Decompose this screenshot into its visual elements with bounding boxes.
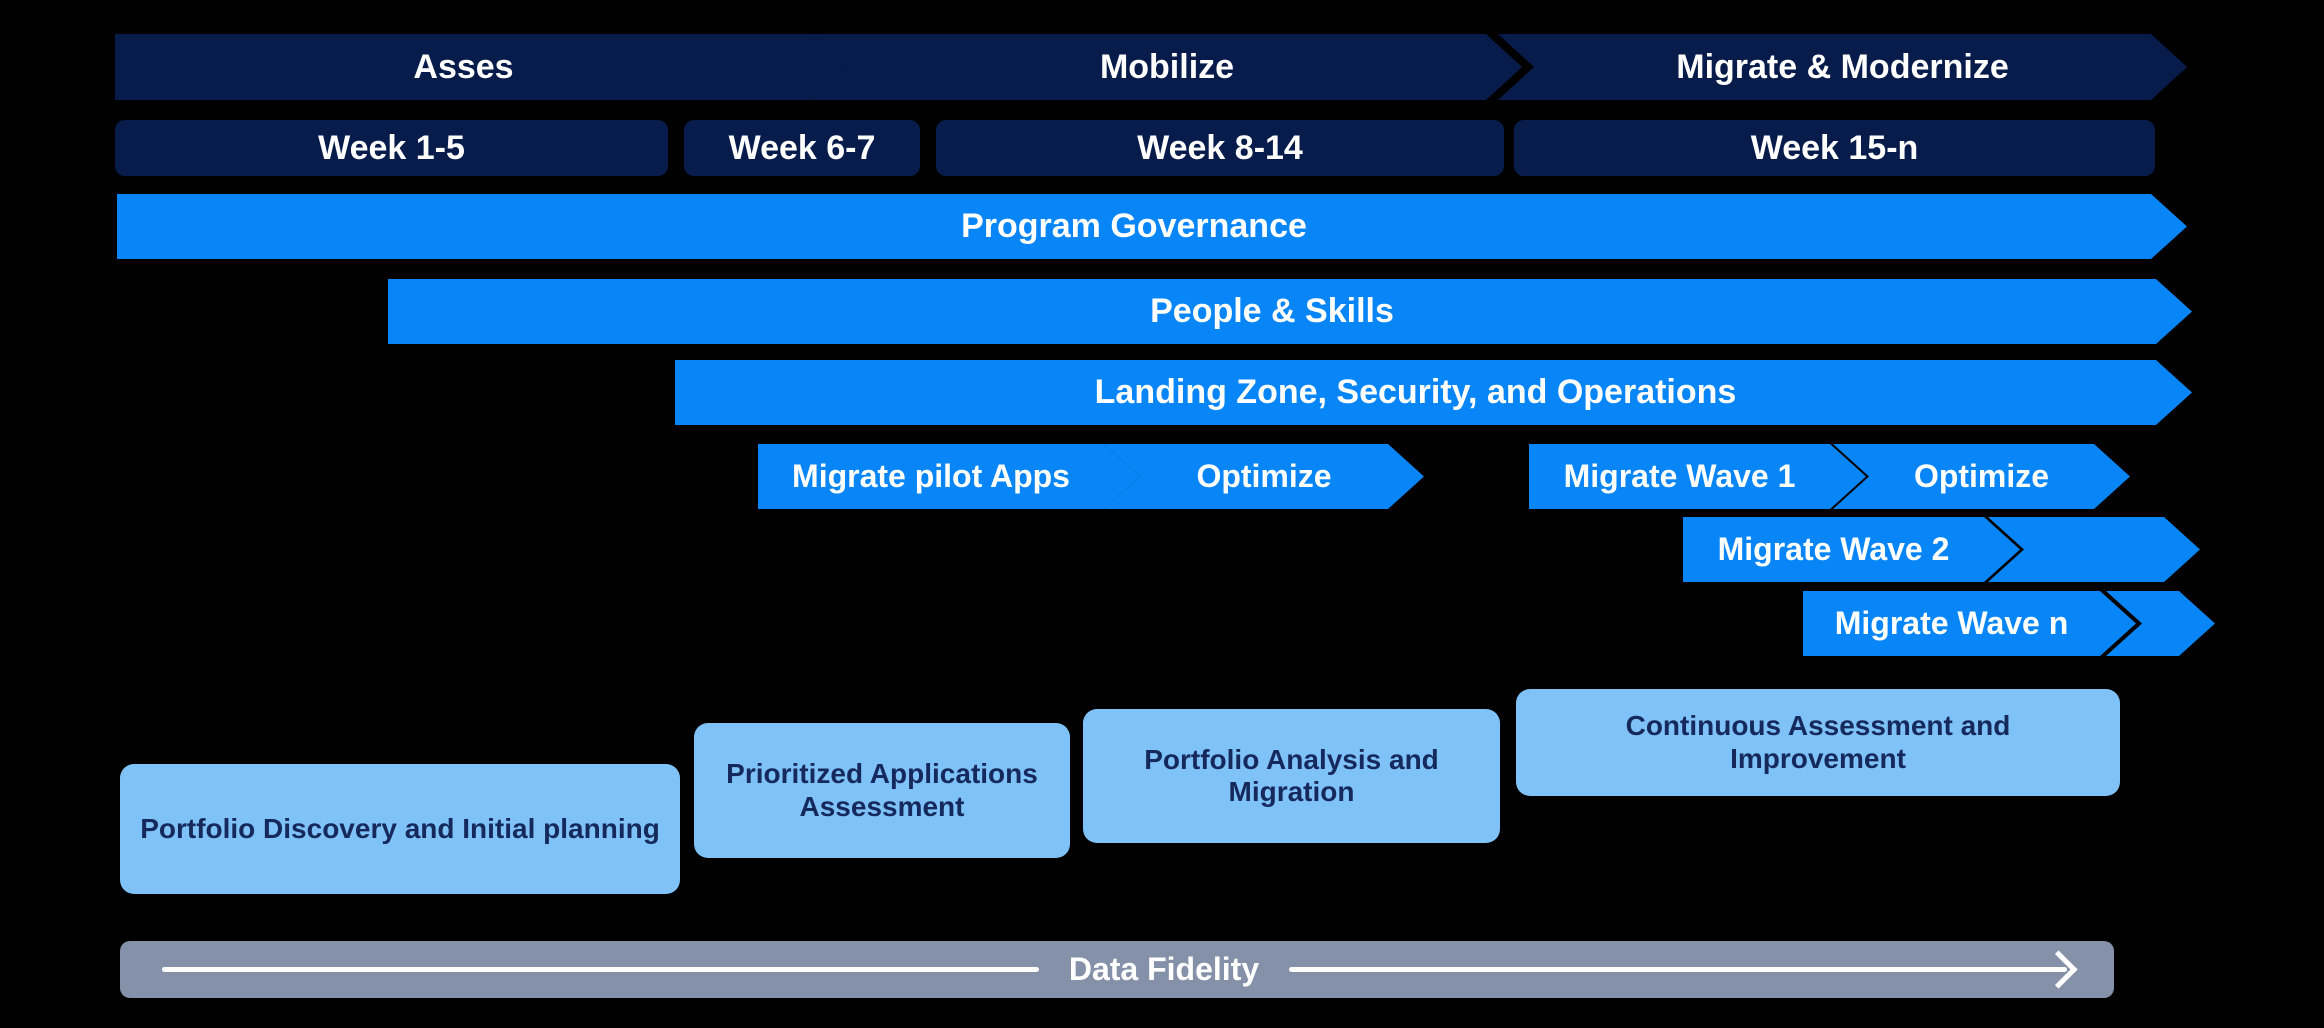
deliverable-box-continuous-assessment: Continuous Assessment and Improvement [1516, 689, 2120, 796]
week-label-6-7: Week 6-7 [728, 128, 876, 167]
week-label-8-14: Week 8-14 [1137, 128, 1303, 167]
wave-bar-migrate-pilot-apps: Migrate pilot Apps [758, 444, 1140, 509]
wave-label-migrate-wave-2: Migrate Wave 2 [1717, 531, 1950, 567]
wave-label-migrate-wave-1: Migrate Wave 1 [1563, 458, 1796, 494]
phase-label-mobilize: Mobilize [1099, 47, 1235, 86]
phase-label-assess: Asses [413, 47, 514, 86]
deliverable-label-prioritized-applications: Prioritized Applications Assessment [726, 758, 1038, 822]
wave-label-migrate-pilot-apps: Migrate pilot Apps [792, 458, 1070, 494]
deliverable-label-continuous-assessment: Continuous Assessment and Improvement [1625, 710, 2011, 774]
wave-bar-pilot-optimize: Optimize [1104, 444, 1424, 509]
stream-bar-landing-zone: Landing Zone, Security, and Operations [675, 360, 2192, 425]
stream-label-people-skills: People & Skills [1150, 292, 1394, 330]
wave-label-migrate-wave-n: Migrate Wave n [1834, 605, 2069, 641]
deliverable-box-portfolio-analysis: Portfolio Analysis and Migration [1083, 709, 1500, 843]
right-arrow-icon [2039, 950, 2078, 989]
stream-bar-program-governance: Program Governance [117, 194, 2187, 259]
wave-bar-wave-1-optimize: Optimize [1833, 444, 2130, 509]
deliverable-box-prioritized-applications: Prioritized Applications Assessment [694, 723, 1070, 858]
week-bar-6-7: Week 6-7 [684, 120, 920, 176]
week-label-1-5: Week 1-5 [318, 128, 465, 167]
deliverable-box-portfolio-discovery: Portfolio Discovery and Initial planning [120, 764, 680, 894]
data-fidelity-right-line [1289, 950, 2078, 989]
week-label-15-n: Week 15-n [1750, 128, 1919, 167]
wave-bar-migrate-wave-1: Migrate Wave 1 [1529, 444, 1866, 509]
data-fidelity-label: Data Fidelity [1068, 951, 1260, 987]
data-fidelity-bar: Data Fidelity [120, 941, 2114, 998]
phase-arrow-assess: Asses [115, 34, 848, 100]
wave-bar-migrate-wave-n: Migrate Wave n [1803, 591, 2136, 656]
data-fidelity-left-line [162, 967, 1039, 972]
week-bar-15-n: Week 15-n [1514, 120, 2155, 176]
stream-label-landing-zone: Landing Zone, Security, and Operations [1094, 373, 1737, 411]
phase-arrow-migrate-modernize: Migrate & Modernize [1498, 34, 2187, 100]
deliverable-label-portfolio-discovery: Portfolio Discovery and Initial planning [140, 812, 660, 844]
phase-arrow-mobilize: Mobilize [812, 34, 1522, 100]
wave-bar-migrate-wave-2: Migrate Wave 2 [1683, 517, 2020, 582]
deliverable-label-portfolio-analysis: Portfolio Analysis and Migration [1144, 743, 1439, 807]
week-bar-1-5: Week 1-5 [115, 120, 668, 176]
stream-label-program-governance: Program Governance [961, 207, 1307, 245]
data-fidelity-right-line-shaft [1289, 967, 2067, 972]
phase-label-migrate-modernize: Migrate & Modernize [1676, 47, 2009, 86]
wave-label-wave-1-optimize: Optimize [1913, 458, 2050, 494]
stream-bar-people-skills: People & Skills [388, 279, 2192, 344]
week-bar-8-14: Week 8-14 [936, 120, 1504, 176]
wave-label-pilot-optimize: Optimize [1196, 458, 1332, 494]
